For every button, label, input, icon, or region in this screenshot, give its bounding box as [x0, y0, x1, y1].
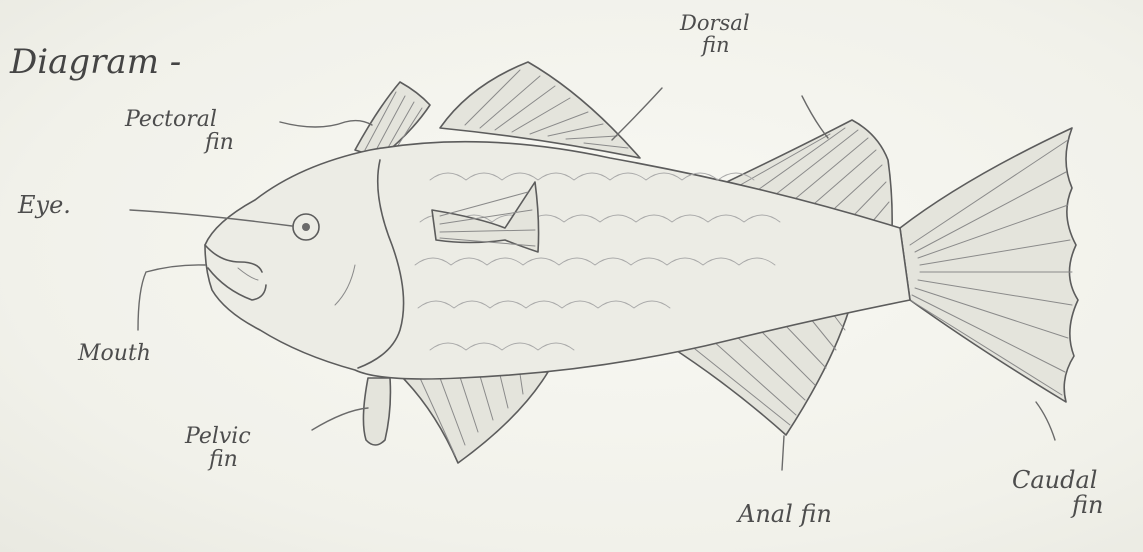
label-pectoral-fin-word: fin	[125, 131, 234, 154]
leader-anal	[782, 436, 784, 470]
label-mouth: Mouth	[78, 342, 151, 365]
label-caudal-word: Caudal	[1012, 468, 1103, 493]
leader-second-dorsal	[802, 96, 828, 138]
leader-mouth	[138, 265, 205, 330]
label-pectoral-word: Pectoral	[125, 108, 234, 131]
leader-pelvic	[312, 408, 368, 430]
caudal-fin	[900, 128, 1078, 402]
label-anal-fin: Anal fin	[738, 502, 832, 527]
leader-caudal	[1036, 402, 1055, 440]
label-dorsal-fin-word: fin	[680, 34, 750, 56]
diagram-heading: Diagram -	[10, 45, 181, 81]
label-pelvic-fin: Pelvic fin	[185, 425, 251, 471]
eye-pupil	[302, 223, 310, 231]
pelvic-ray	[363, 378, 390, 445]
label-caudal-fin-word: fin	[1012, 493, 1103, 518]
label-dorsal-word: Dorsal	[680, 12, 750, 34]
label-dorsal-fin: Dorsal fin	[680, 12, 750, 56]
label-pelvic-fin-word: fin	[185, 448, 251, 471]
leader-dorsal	[612, 88, 662, 140]
label-pelvic-word: Pelvic	[185, 425, 251, 448]
label-caudal-fin: Caudal fin	[1012, 468, 1103, 518]
label-pectoral-fin: Pectoral fin	[125, 108, 234, 154]
leader-pectoral	[280, 121, 372, 127]
pelvic-fin	[400, 371, 548, 463]
label-eye: Eye.	[18, 193, 71, 218]
